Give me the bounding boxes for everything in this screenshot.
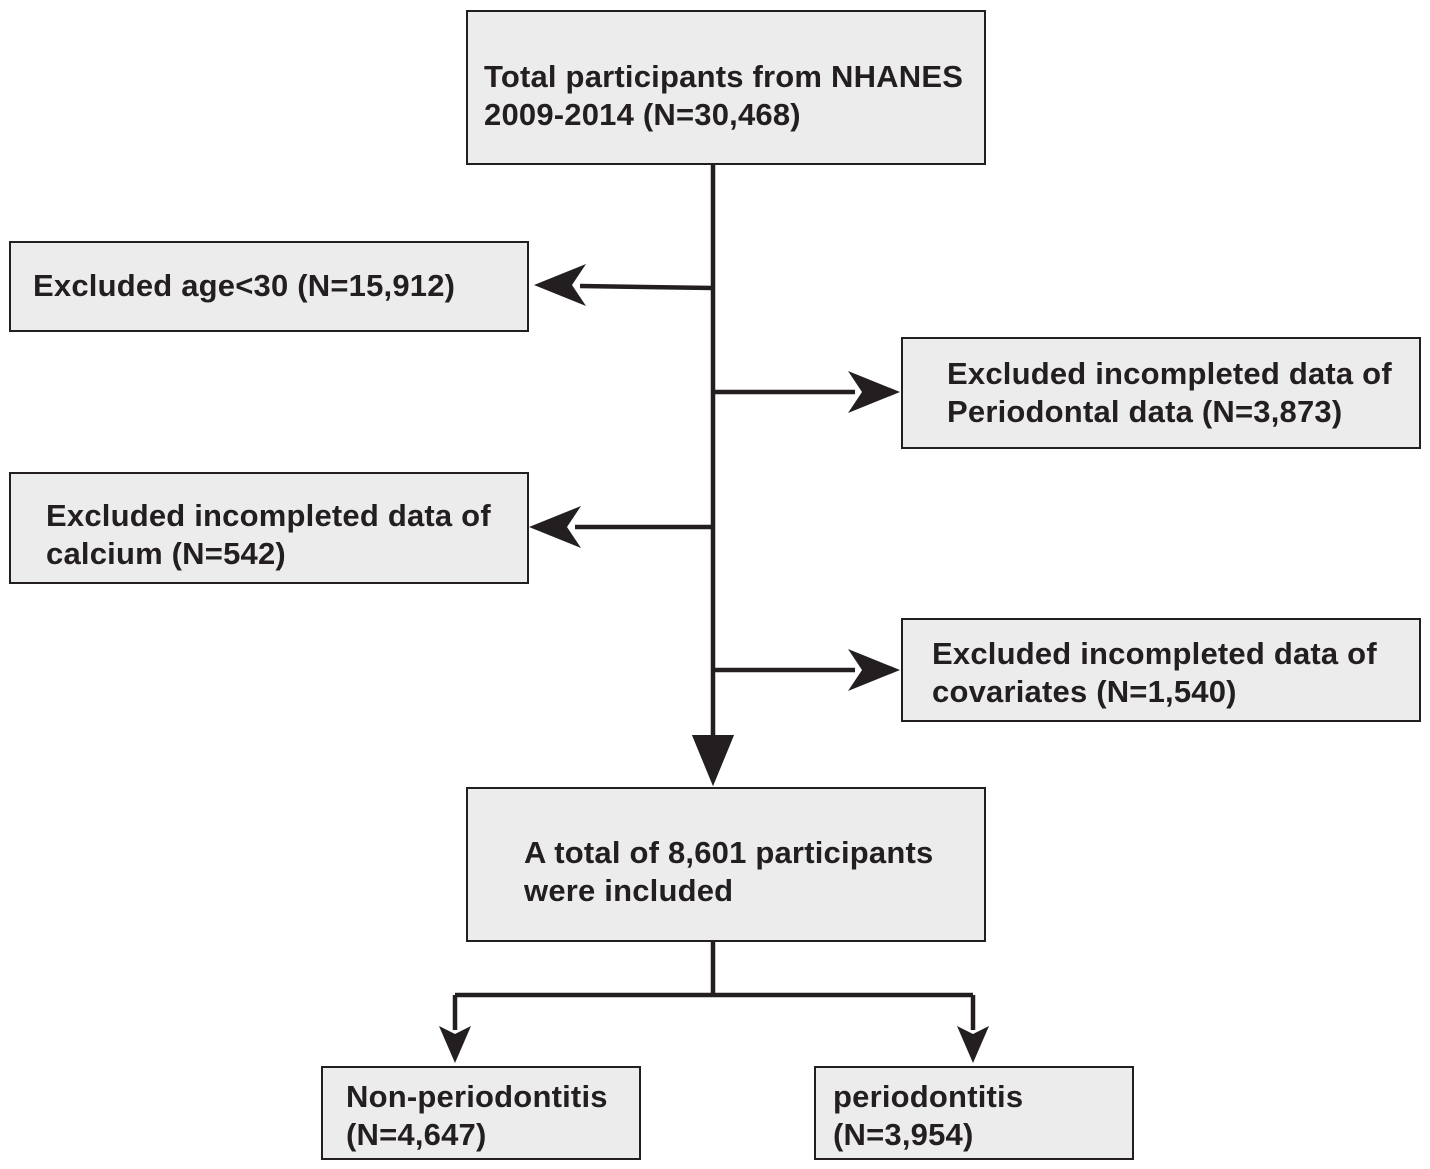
branch-age-line (579, 283, 714, 291)
exclusion-periodontal-box: Excluded incompleted data of Periodontal… (901, 337, 1421, 449)
arrowhead-non-periodontitis (439, 1026, 471, 1063)
included-box-line1: A total of 8,601 participants (524, 835, 934, 870)
exclusion-covariates-box: Excluded incompleted data of covariates … (901, 618, 1421, 722)
exclusion-calcium-line2: calcium (N=542) (46, 536, 286, 571)
group-periodontitis-line2: (N=3,954) (833, 1117, 974, 1152)
group-non-periodontitis-line2: (N=4,647) (346, 1117, 487, 1152)
arrowhead-calcium (529, 506, 581, 548)
group-non-periodontitis-box: Non-periodontitis (N=4,647) (321, 1066, 641, 1160)
exclusion-calcium-box: Excluded incompleted data of calcium (N=… (9, 472, 529, 584)
included-box: A total of 8,601 participants were inclu… (466, 787, 986, 942)
exclusion-covariates-line2: covariates (N=1,540) (932, 674, 1237, 709)
exclusion-age-line1: Excluded age<30 (N=15,912) (33, 268, 456, 303)
arrowhead-age (534, 264, 586, 306)
group-non-periodontitis-line1: Non-periodontitis (346, 1079, 608, 1114)
arrowhead-to-included-notch (692, 735, 734, 786)
exclusion-calcium-line1: Excluded incompleted data of (46, 498, 491, 533)
start-box-line2: 2009-2014 (N=30,468) (484, 97, 801, 132)
exclusion-age-box: Excluded age<30 (N=15,912) (9, 241, 529, 332)
arrowhead-covariates (848, 649, 900, 691)
arrowhead-periodontal (848, 371, 900, 413)
arrowhead-periodontitis (957, 1026, 989, 1063)
start-box-line1: Total participants from NHANES (484, 59, 964, 94)
included-box-line2: were included (524, 873, 734, 908)
exclusion-covariates-line1: Excluded incompleted data of (932, 636, 1377, 671)
group-periodontitis-line1: periodontitis (833, 1079, 1024, 1114)
split-connector (452, 941, 976, 1030)
exclusion-periodontal-line2: Periodontal data (N=3,873) (947, 394, 1343, 429)
start-box: Total participants from NHANES 2009-2014… (466, 10, 986, 165)
group-periodontitis-box: periodontitis (N=3,954) (814, 1066, 1134, 1160)
exclusion-periodontal-line1: Excluded incompleted data of (947, 356, 1392, 391)
